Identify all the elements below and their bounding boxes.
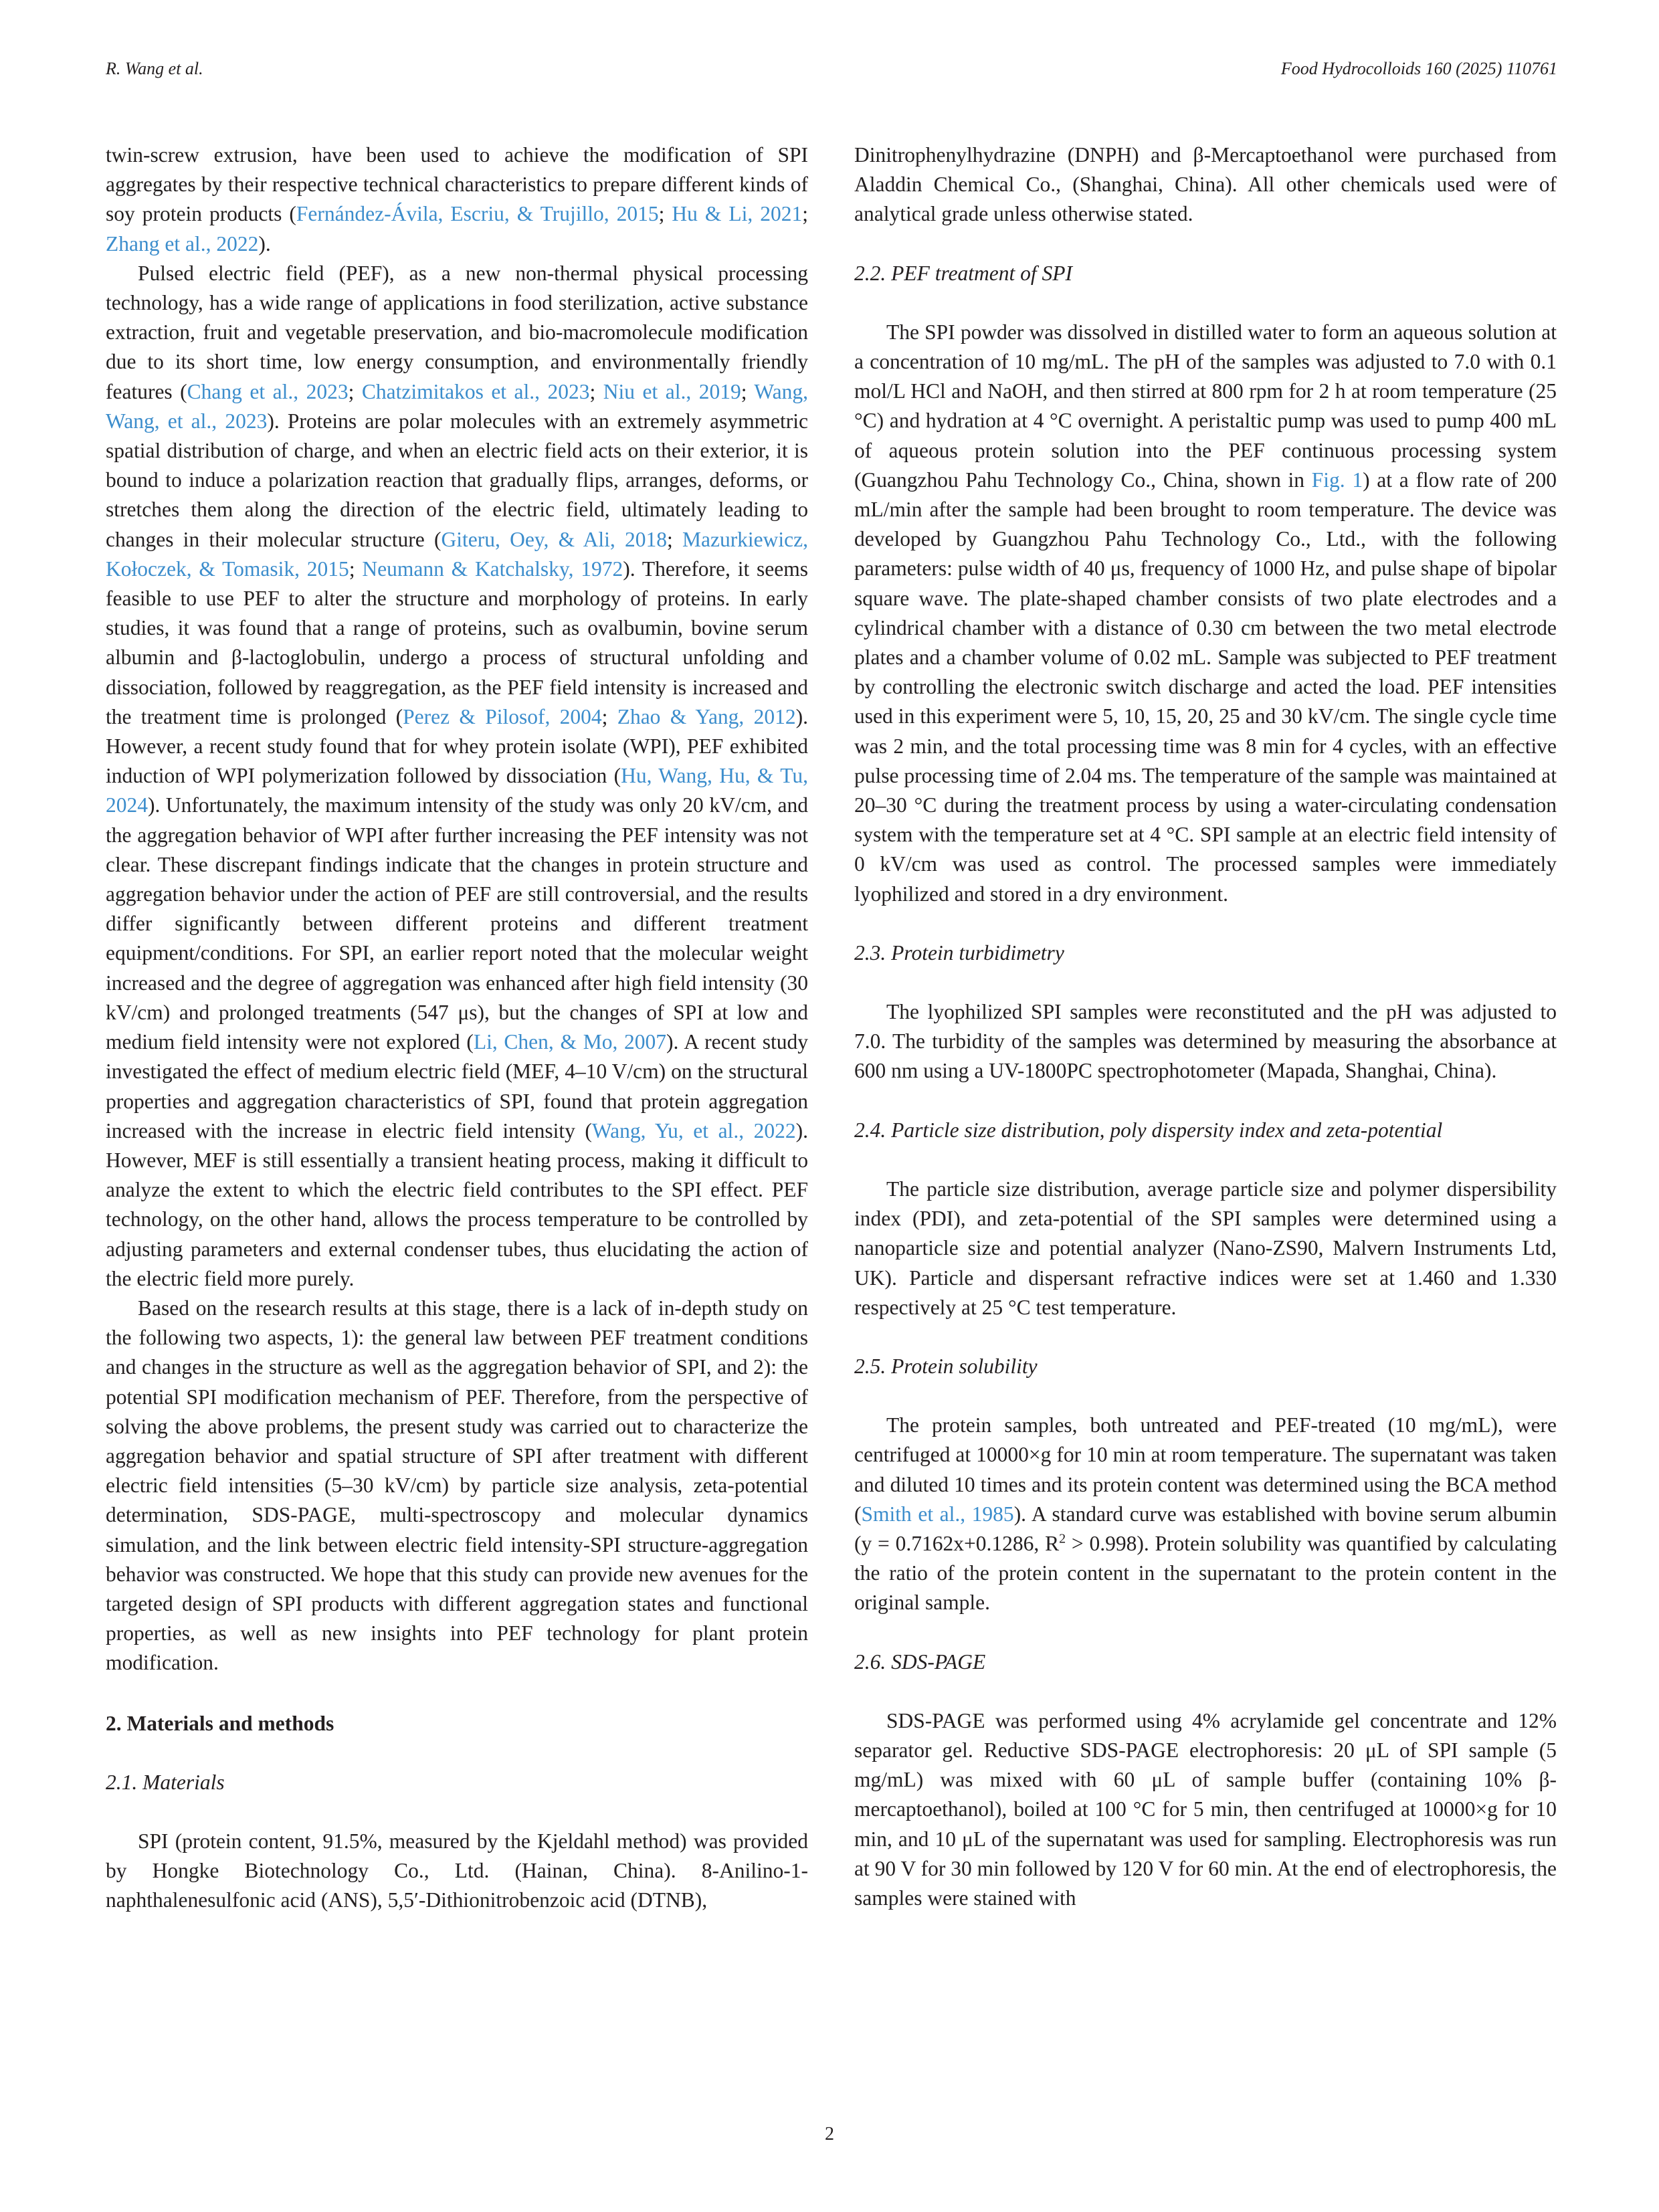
citation-link[interactable]: Li, Chen, & Mo, 2007 <box>473 1030 667 1054</box>
paragraph: SDS-PAGE was performed using 4% acrylami… <box>854 1708 1557 1910</box>
section-heading: 2. Materials and methods <box>106 1711 334 1735</box>
left-column: twin-screw extrusion, have been used to … <box>106 140 808 1916</box>
paragraph: Dinitrophenylhydrazine (DNPH) and β-Merc… <box>854 143 1557 226</box>
subsection-heading: 2.1. Materials <box>106 1770 225 1794</box>
citation-link[interactable]: Hu, Wang, Hu, & Tu, 2024 <box>106 764 808 817</box>
superscript: 2 <box>1059 1531 1066 1546</box>
citation-link[interactable]: Neumann & Katchalsky, 1972 <box>362 557 623 581</box>
paragraph: Pulsed electric field (PEF), as a new no… <box>106 261 809 1290</box>
running-header-authors: R. Wang et al. <box>106 59 203 78</box>
citation-link[interactable]: Zhang et al., 2022 <box>106 231 259 256</box>
citation-link[interactable]: Perez & Pilosof, 2004 <box>403 704 602 728</box>
paragraph: The SPI powder was dissolved in distille… <box>854 320 1557 906</box>
paragraph: Based on the research results at this st… <box>106 1296 808 1675</box>
paragraph: The protein samples, both untreated and … <box>854 1413 1557 1615</box>
citation-link[interactable]: Wang, Yu, et al., 2022 <box>591 1118 796 1142</box>
page-number: 2 <box>825 2124 834 2144</box>
subsection-heading: 2.6. SDS-PAGE <box>854 1649 986 1674</box>
citation-link[interactable]: Chang et al., 2023 <box>187 379 349 403</box>
paragraph: The lyophilized SPI samples were reconst… <box>854 1000 1557 1083</box>
citation-link[interactable]: Hu & Li, 2021 <box>672 202 803 226</box>
paragraph: twin-screw extrusion, have been used to … <box>106 143 808 256</box>
citation-link[interactable]: Wang, Wang, et al., 2023 <box>106 379 808 433</box>
subsection-heading: 2.4. Particle size distribution, poly di… <box>854 1118 1443 1142</box>
citation-link[interactable]: Giteru, Oey, & Ali, 2018 <box>441 527 667 551</box>
citation-link[interactable]: Mazurkiewicz, Kołoczek, & Tomasik, 2015 <box>106 527 808 581</box>
subsection-heading: 2.5. Protein solubility <box>854 1354 1038 1378</box>
figure-link[interactable]: Fig. 1 <box>1311 468 1363 492</box>
subsection-heading: 2.3. Protein turbidimetry <box>854 940 1064 965</box>
citation-link[interactable]: Chatzimitakos et al., 2023 <box>361 379 590 403</box>
citation-link[interactable]: Fernández-Ávila, Escriu, & Trujillo, 201… <box>296 202 659 226</box>
citation-link[interactable]: Niu et al., 2019 <box>603 379 741 403</box>
citation-link[interactable]: Zhao & Yang, 2012 <box>617 704 796 728</box>
paragraph: SPI (protein content, 91.5%, measured by… <box>106 1829 808 1912</box>
subsection-heading: 2.2. PEF treatment of SPI <box>854 261 1073 285</box>
paragraph: The particle size distribution, average … <box>854 1177 1557 1319</box>
running-header-journal: Food Hydrocolloids 160 (2025) 110761 <box>1280 59 1557 78</box>
right-column: Dinitrophenylhydrazine (DNPH) and β-Merc… <box>854 140 1557 1913</box>
citation-link[interactable]: Smith et al., 1985 <box>861 1502 1014 1526</box>
